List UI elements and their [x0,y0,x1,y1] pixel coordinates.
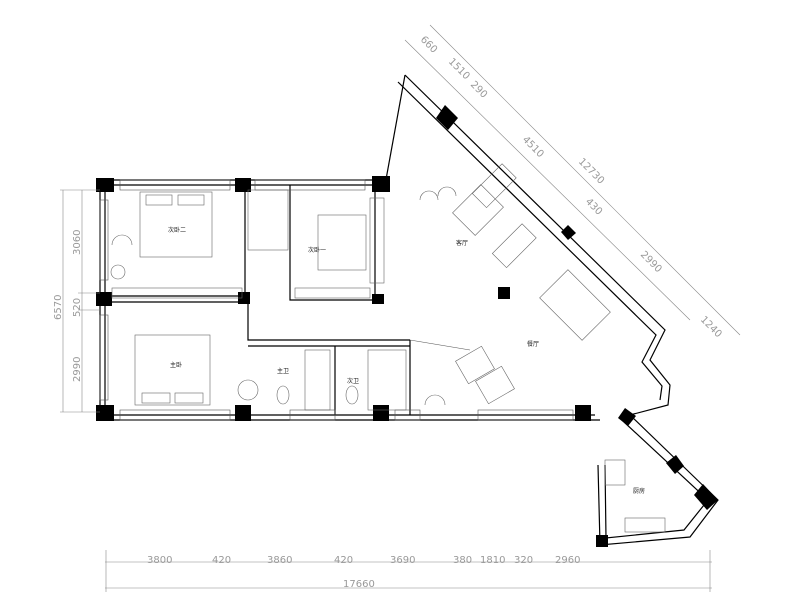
room-label-master: 主卧 [170,361,182,369]
room-label-bedroom2: 次卧二 [168,226,186,234]
bottom-dimensions: 3800 420 3860 420 3690 380 1810 320 2960… [105,550,712,592]
dim-diag-2: 290 [468,79,489,100]
room-label-dining: 餐厅 [527,340,539,348]
dim-bottom-total: 17660 [343,579,375,590]
dim-left-2: 2990 [72,357,83,382]
dim-bottom-5: 380 [453,555,472,566]
dim-bottom-3: 420 [334,555,353,566]
room-label-bedroom1: 次卧一 [308,246,326,254]
dim-diag-6: 1240 [698,314,724,340]
dim-diag-4: 430 [583,196,604,217]
interior-walls [100,185,471,415]
dim-bottom-2: 3860 [267,555,292,566]
dim-bottom-8: 2960 [555,555,580,566]
dim-bottom-7: 320 [514,555,533,566]
dim-diag-5: 2990 [638,249,664,275]
dim-bottom-4: 3690 [390,555,415,566]
room-label-living: 客厅 [456,239,468,247]
dim-diag-1: 1510 [446,56,472,82]
room-label-second-bath: 次卫 [347,377,359,385]
windows [99,179,574,421]
bed-bedroom2 [139,191,213,258]
room-labels: 次卧二 次卧一 客厅 主卧 主卫 次卫 餐厅 厨房 [168,226,645,495]
dim-left-1: 520 [72,298,83,317]
diagonal-dimensions: 660 1510 290 4510 430 2990 1240 12730 [404,24,741,340]
dim-left-total: 6570 [53,295,64,320]
room-label-kitchen: 厨房 [633,487,645,495]
dim-bottom-1: 420 [212,555,231,566]
dim-bottom-6: 1810 [480,555,505,566]
dim-diag-total: 12730 [576,156,606,186]
bed-bedroom1 [317,214,367,271]
dim-diag-0: 660 [418,34,439,55]
room-label-master-bath: 主卫 [277,367,289,375]
structural-columns [96,105,718,547]
bed-master [134,334,211,406]
left-dimensions: 3060 520 2990 6570 [53,189,100,413]
dim-bottom-0: 3800 [147,555,172,566]
furniture [110,163,666,533]
dim-left-0: 3060 [72,230,83,255]
